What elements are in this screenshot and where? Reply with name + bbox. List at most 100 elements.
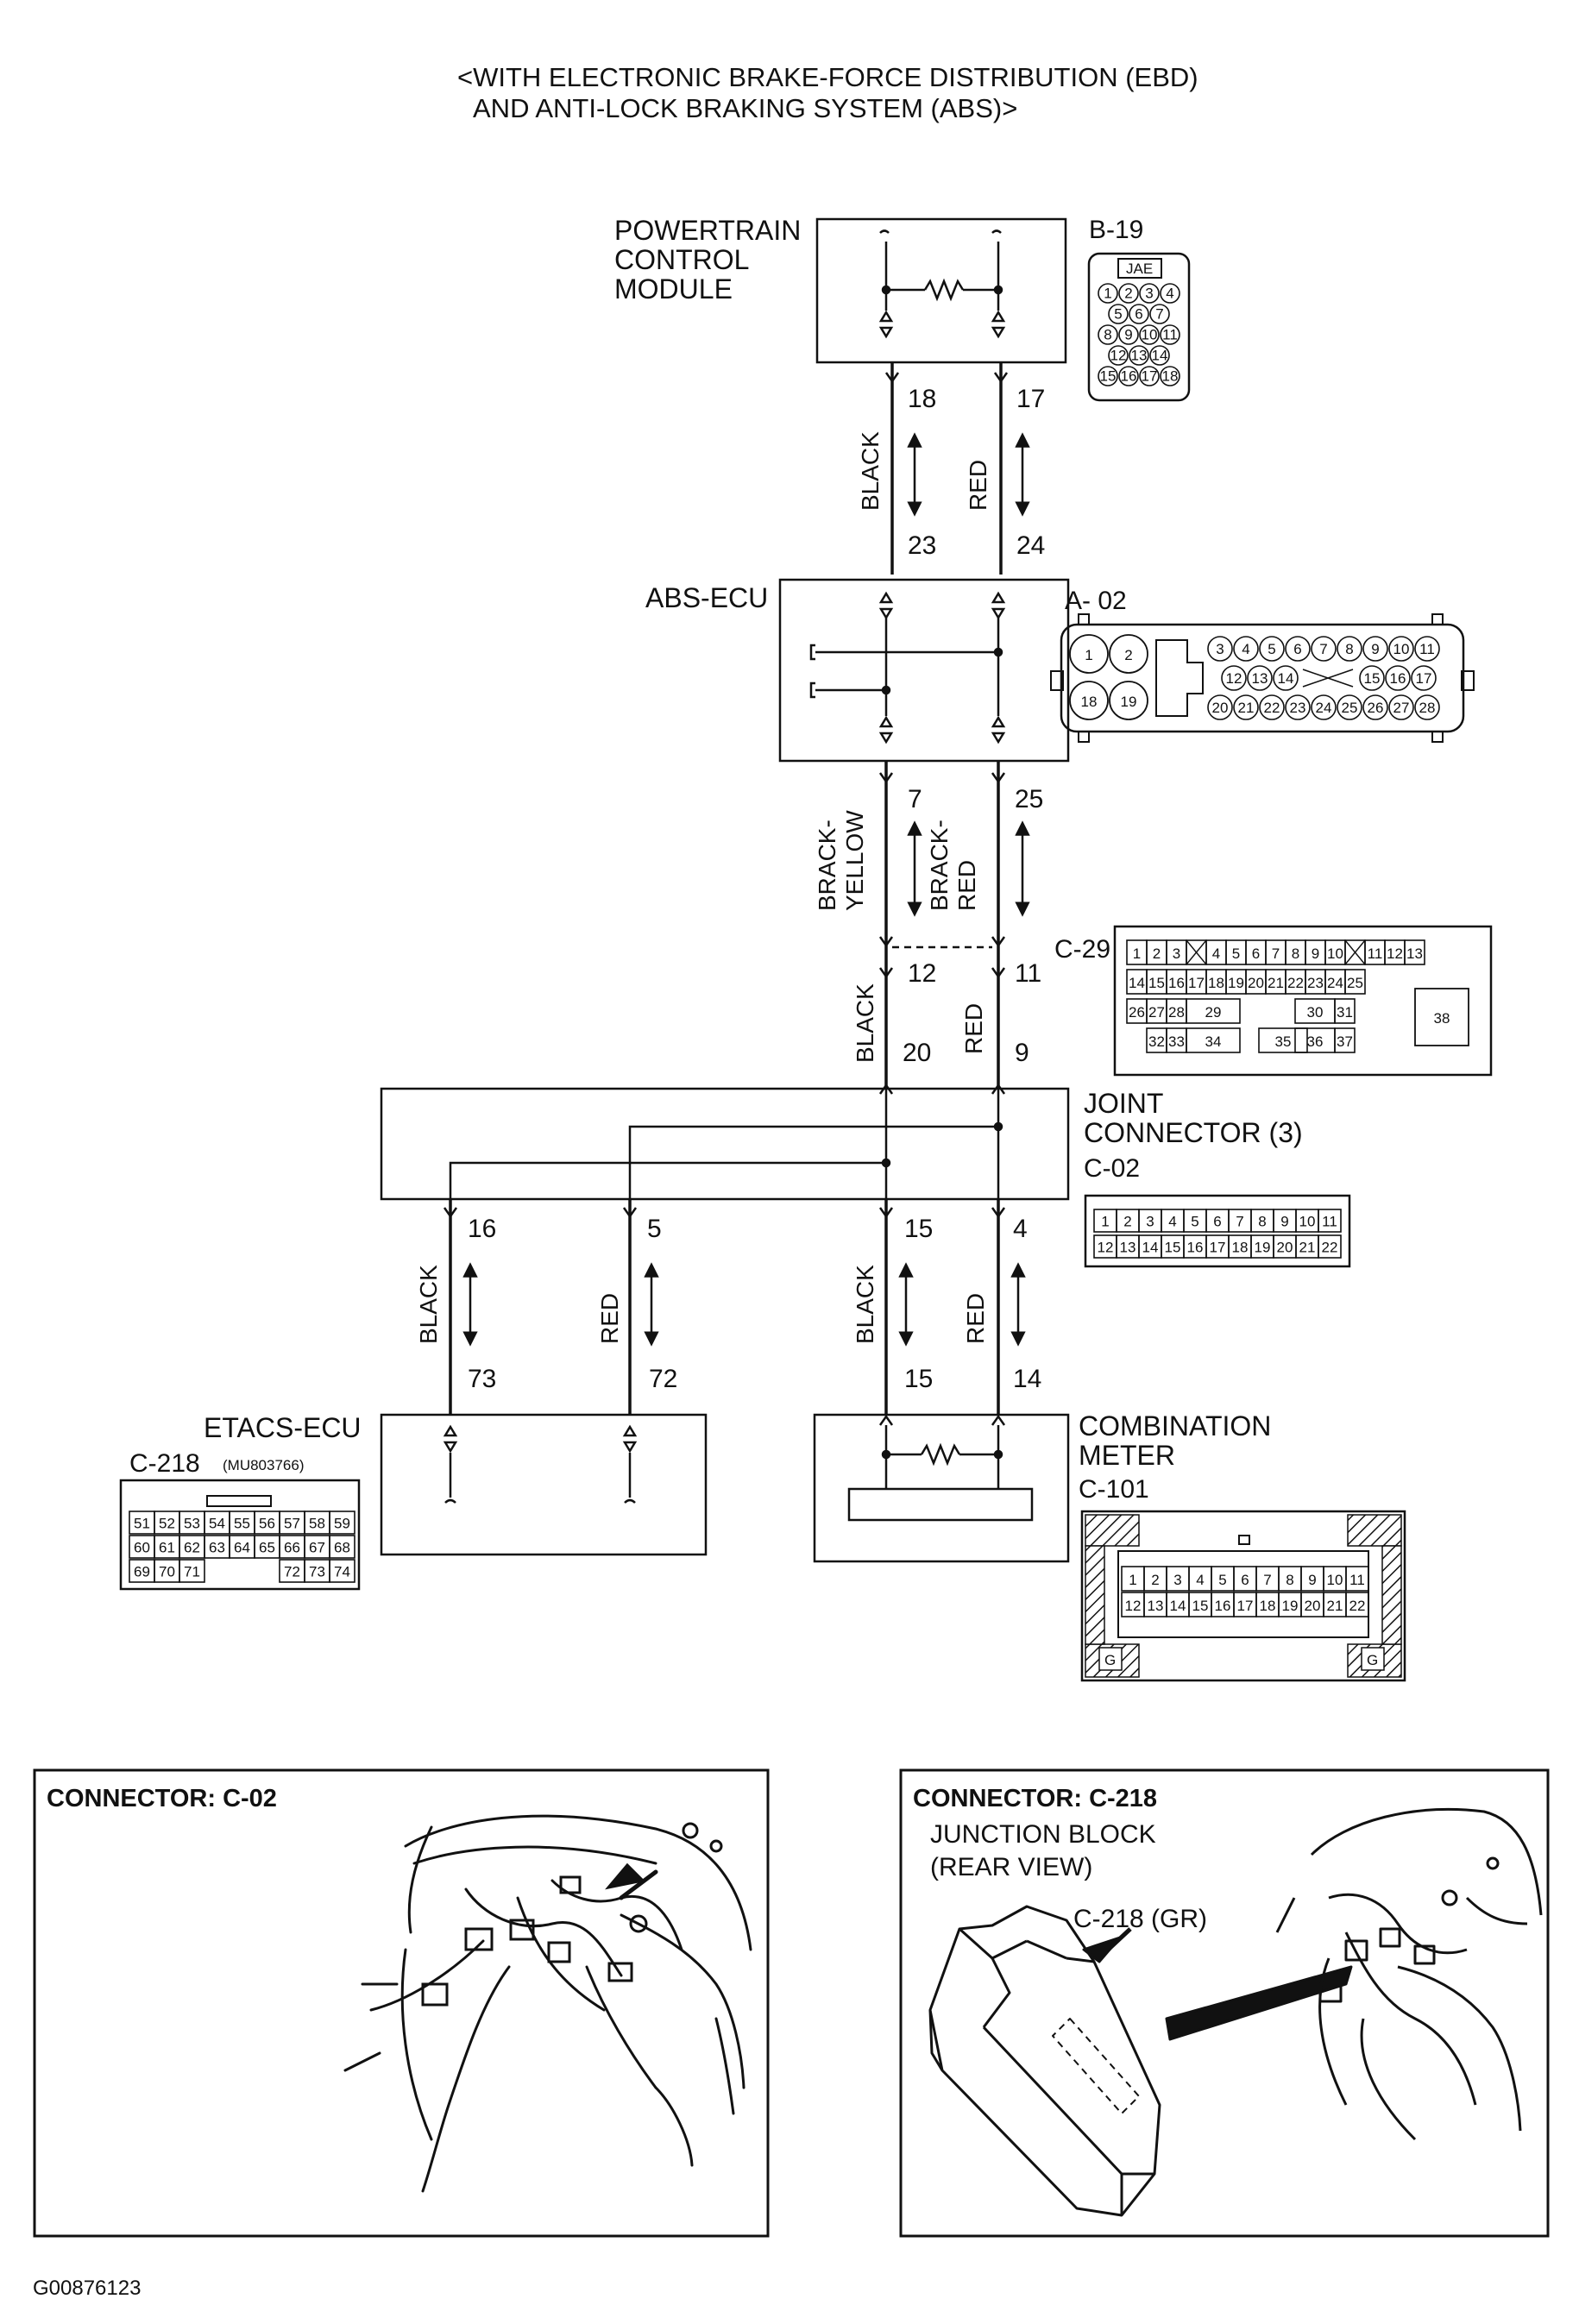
c02-pin-18: 18 — [1232, 1240, 1249, 1256]
connector-id-c218: C-218 — [129, 1449, 200, 1478]
a02-pin-circle — [1233, 694, 1259, 720]
c29-pin-11: 11 — [1368, 945, 1383, 962]
a02-pin-circle — [1259, 694, 1285, 720]
c101-mark-left: G — [1104, 1652, 1116, 1668]
c29-cell — [1258, 1027, 1308, 1053]
b19-pin-circle — [1139, 283, 1160, 304]
c29-pin-9: 9 — [1312, 945, 1319, 962]
a02-pin-circle — [1411, 665, 1437, 691]
junction-block-illustration — [928, 1808, 1543, 2217]
c218-pin-66: 66 — [284, 1540, 300, 1556]
dashboard-harness-illustration — [343, 1814, 752, 2193]
c29-pin-22: 22 — [1287, 975, 1304, 991]
b19-pin-circle — [1098, 324, 1118, 345]
a02-pin-8: 8 — [1345, 641, 1353, 657]
a02-pin-circle — [1259, 636, 1285, 662]
c02-pin-2: 2 — [1123, 1214, 1131, 1230]
pcm-label-line2: CONTROL — [614, 244, 749, 275]
a02-pin-22: 22 — [1264, 700, 1280, 716]
c29-pin-19: 19 — [1228, 975, 1244, 991]
pin-abs-24: 24 — [1016, 531, 1045, 560]
b19-pin-18: 18 — [1162, 367, 1179, 384]
b19-pin-10: 10 — [1142, 326, 1158, 342]
c101-pin-2: 2 — [1151, 1572, 1159, 1588]
wire-color-black-1: BLACK — [857, 431, 884, 511]
c02-pin-5: 5 — [1191, 1214, 1198, 1230]
pin-c29-12: 12 — [908, 959, 936, 988]
c218-pin-73: 73 — [309, 1564, 325, 1580]
locator-c02-title: CONNECTOR: C-02 — [47, 1785, 277, 1812]
c101-pin-15: 15 — [1192, 1598, 1209, 1614]
c02-pin-21: 21 — [1299, 1240, 1316, 1256]
a02-pin-6: 6 — [1293, 641, 1301, 657]
pin-abs-25: 25 — [1015, 785, 1043, 813]
c101-pin-18: 18 — [1260, 1598, 1276, 1614]
c29-pin-17: 17 — [1188, 975, 1205, 991]
b19-pin-17: 17 — [1142, 367, 1158, 384]
c02-pin-7: 7 — [1236, 1214, 1243, 1230]
b19-pin-circle — [1149, 304, 1170, 324]
a02-pin-23: 23 — [1290, 700, 1306, 716]
c218-pin-69: 69 — [134, 1564, 150, 1580]
a02-pin-19: 19 — [1121, 694, 1137, 710]
c02-pin-17: 17 — [1210, 1240, 1226, 1256]
b19-pin-2: 2 — [1124, 285, 1132, 301]
c29-pin-3: 3 — [1173, 945, 1180, 962]
c29-pin-30: 30 — [1307, 1004, 1324, 1021]
b19-pin-11: 11 — [1162, 326, 1178, 342]
a02-pin-circle — [1069, 634, 1109, 674]
c101-pin-22: 22 — [1349, 1598, 1366, 1614]
a02-pin-circle — [1285, 694, 1311, 720]
b19-pin-circle — [1139, 324, 1160, 345]
b19-pin-5: 5 — [1114, 305, 1122, 322]
pin-meter-15: 15 — [904, 1365, 933, 1393]
figure-id: G00876123 — [33, 2277, 141, 2300]
c218-pin-60: 60 — [134, 1540, 150, 1556]
c02-pin-8: 8 — [1258, 1214, 1266, 1230]
a02-pin-12: 12 — [1226, 670, 1242, 687]
abs-ecu-label: ABS-ECU — [645, 582, 768, 613]
a02-pin-11: 11 — [1419, 641, 1435, 657]
c02-pin-9: 9 — [1280, 1214, 1288, 1230]
b19-pin-circle — [1160, 283, 1180, 304]
pin-etacs-72: 72 — [649, 1365, 677, 1393]
pcm-internal-circuit — [878, 229, 1006, 339]
c29-pin-28: 28 — [1168, 1004, 1185, 1021]
c29-pin-5: 5 — [1232, 945, 1240, 962]
c101-pin-9: 9 — [1308, 1572, 1316, 1588]
c101-pin-17: 17 — [1237, 1598, 1254, 1614]
c218-pin-51: 51 — [134, 1516, 150, 1532]
a02-pin-circle — [1362, 694, 1388, 720]
b19-pin-circle — [1149, 345, 1170, 366]
c29-pin-16: 16 — [1168, 975, 1185, 991]
c29-pin-29: 29 — [1205, 1004, 1222, 1021]
a02-pin-circle — [1109, 681, 1148, 720]
c29-pin-38: 38 — [1434, 1010, 1450, 1027]
wire-color-red-4: RED — [962, 1293, 989, 1344]
a02-pin-circle — [1414, 636, 1440, 662]
c29-pin-18: 18 — [1208, 975, 1224, 991]
pin-meter-14: 14 — [1013, 1365, 1041, 1393]
a02-pin-circle — [1359, 665, 1385, 691]
c02-pin-12: 12 — [1098, 1240, 1114, 1256]
c29-cell — [1334, 998, 1356, 1024]
meter-label-line2: METER — [1079, 1440, 1175, 1471]
a02-pin-14: 14 — [1278, 670, 1294, 687]
c101-pin-13: 13 — [1148, 1598, 1164, 1614]
a02-pin-15: 15 — [1364, 670, 1381, 687]
a02-pin-circle — [1337, 694, 1362, 720]
c29-cell — [1344, 969, 1366, 995]
a02-pin-circle — [1385, 665, 1411, 691]
c29-pin-7: 7 — [1272, 945, 1280, 962]
c02-pin-1: 1 — [1101, 1214, 1109, 1230]
c29-pin-34: 34 — [1205, 1033, 1222, 1050]
wire-color-brack-yellow-2: YELLOW — [841, 810, 868, 911]
pin-joint-5: 5 — [647, 1215, 662, 1243]
abs-ecu: ABS-ECU A- 02 — [645, 578, 1127, 763]
b19-pin-circle — [1108, 345, 1129, 366]
c218-pin-63: 63 — [209, 1540, 225, 1556]
b19-pin-7: 7 — [1155, 305, 1163, 322]
c02-pin-22: 22 — [1322, 1240, 1338, 1256]
